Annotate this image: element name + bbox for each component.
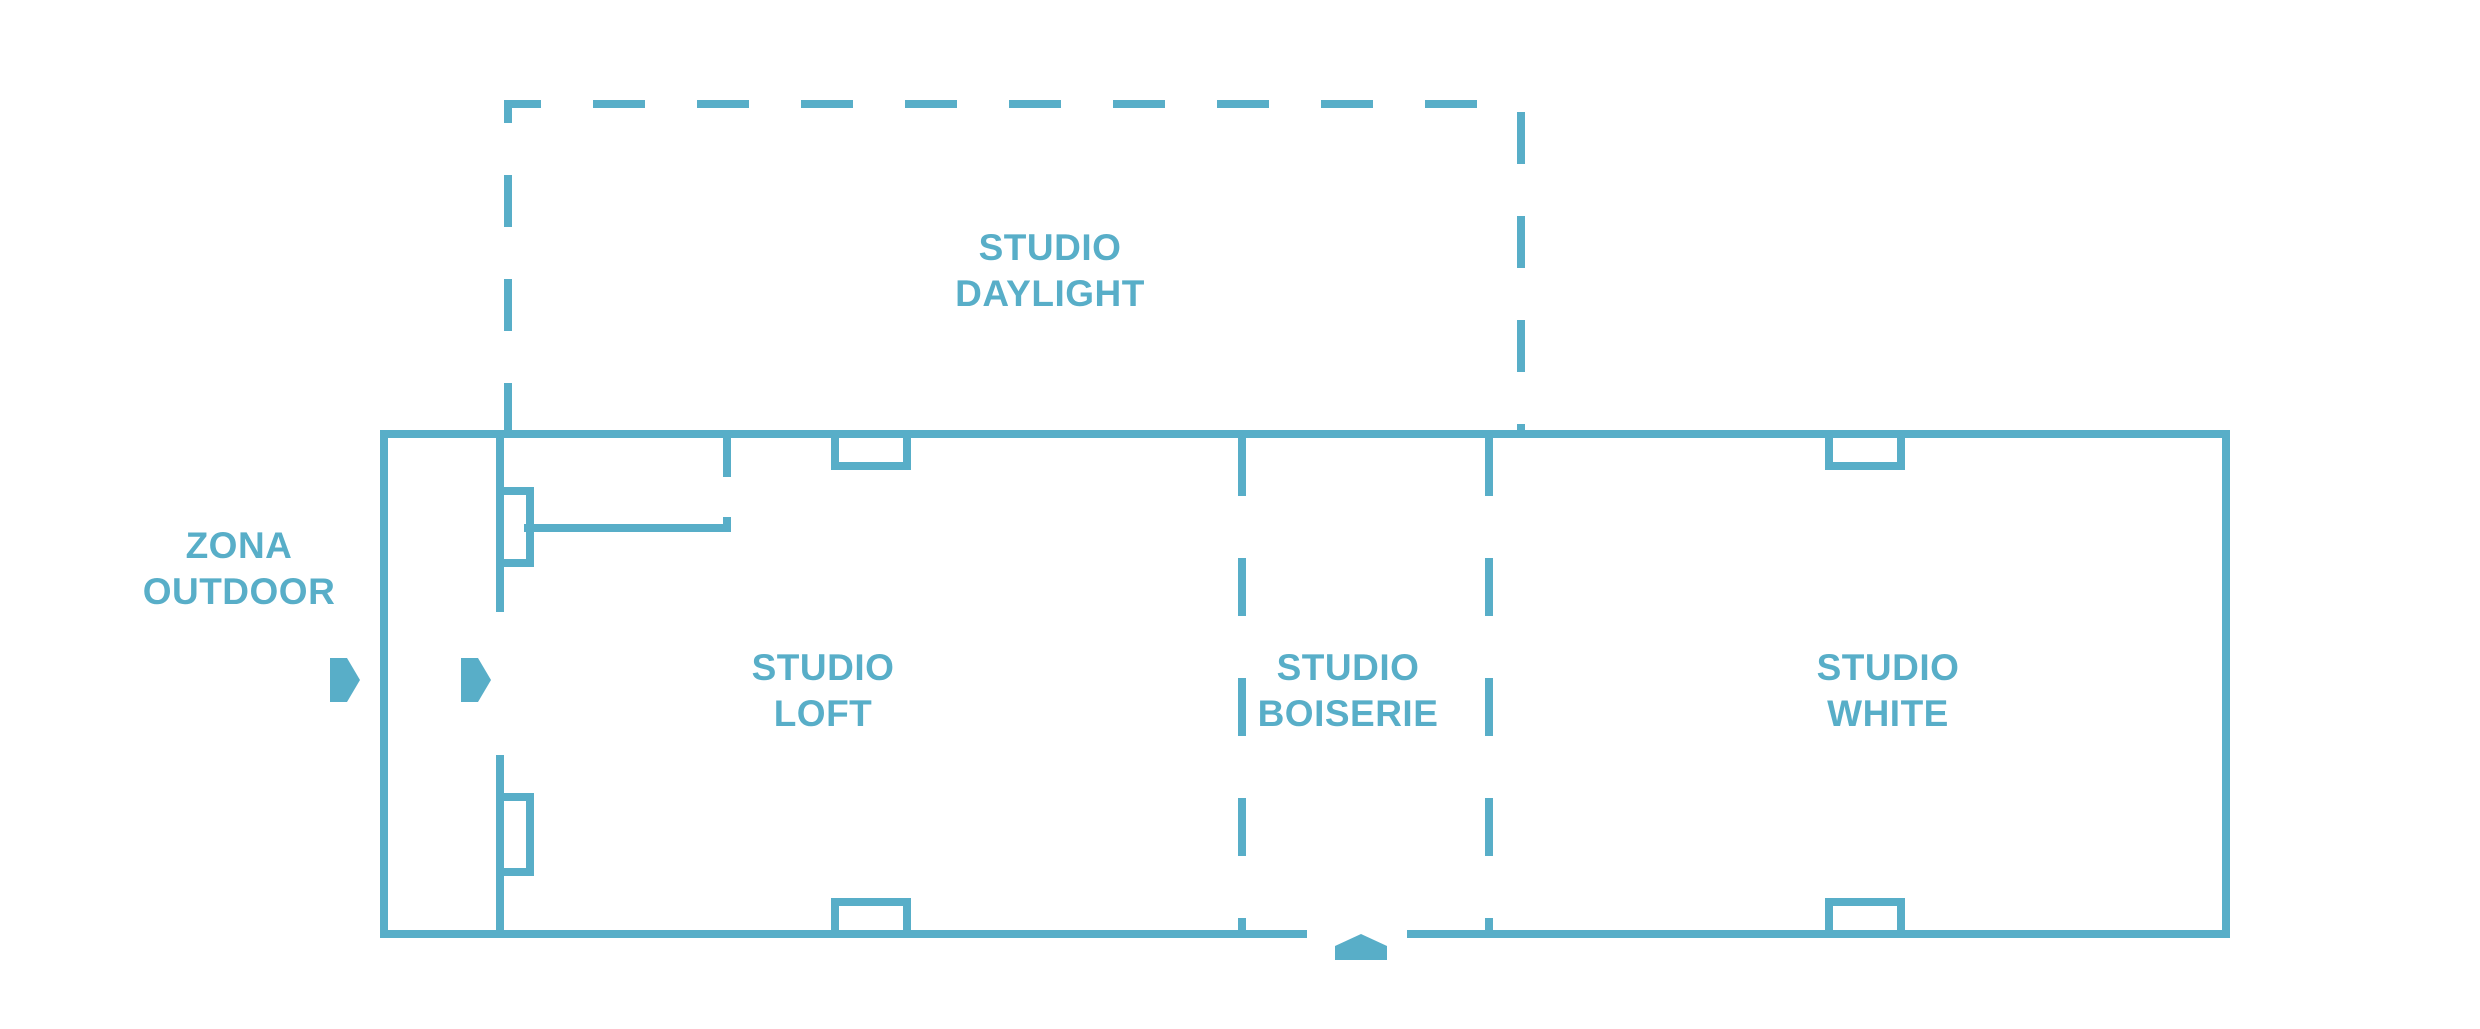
svg-text:WHITE: WHITE — [1827, 693, 1949, 734]
svg-text:LOFT: LOFT — [774, 693, 873, 734]
svg-text:STUDIO: STUDIO — [752, 647, 895, 688]
wall-fixture-top-white — [1825, 430, 1905, 470]
label-studio-loft: STUDIO LOFT — [752, 647, 895, 734]
wall-fixture-bottom-loft — [831, 898, 911, 938]
arrow-up-icon — [1335, 934, 1387, 960]
svg-text:STUDIO: STUDIO — [979, 227, 1122, 268]
wall-fixture-lower-left — [496, 793, 534, 876]
arrow-right-icon — [461, 658, 491, 702]
studio-daylight-zone — [504, 100, 1525, 435]
svg-text:BOISERIE: BOISERIE — [1258, 693, 1439, 734]
label-studio-daylight: STUDIO DAYLIGHT — [955, 227, 1145, 314]
wall-fixture-bottom-white — [1825, 898, 1905, 938]
label-studio-white: STUDIO WHITE — [1817, 647, 1960, 734]
building-outline — [380, 430, 2230, 938]
svg-text:DAYLIGHT: DAYLIGHT — [955, 273, 1145, 314]
arrow-right-icon — [330, 658, 360, 702]
svg-text:OUTDOOR: OUTDOOR — [143, 571, 336, 612]
wall-fixture-top-loft — [831, 430, 911, 470]
svg-text:STUDIO: STUDIO — [1817, 647, 1960, 688]
svg-text:STUDIO: STUDIO — [1277, 647, 1420, 688]
svg-text:ZONA: ZONA — [186, 525, 293, 566]
daylight-dashed-outline — [504, 100, 1525, 435]
label-studio-boiserie: STUDIO BOISERIE — [1258, 647, 1439, 734]
main-entrance-gap — [1307, 926, 1407, 942]
label-zona-outdoor: ZONA OUTDOOR — [143, 525, 336, 612]
